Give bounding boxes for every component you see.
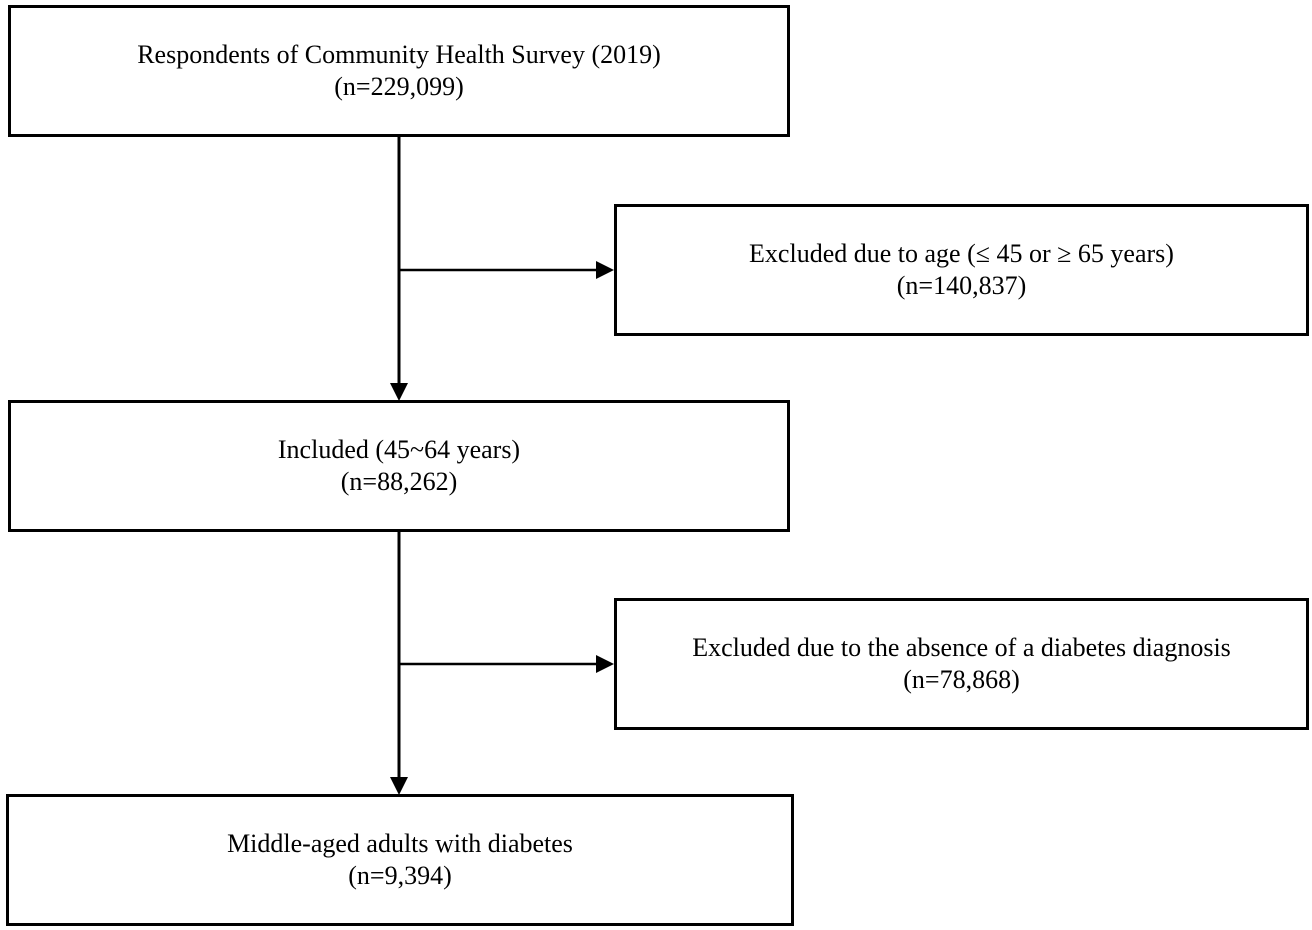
arrowhead-final — [390, 777, 408, 795]
final-sample-title: Middle-aged adults with diabetes — [227, 829, 573, 858]
respondents-title: Respondents of Community Health Survey (… — [137, 40, 661, 69]
respondents-box: Respondents of Community Health Survey (… — [8, 5, 790, 137]
excluded-age-title: Excluded due to age (≤ 45 or ≥ 65 years) — [749, 239, 1174, 268]
excluded-age-count: (n=140,837) — [896, 271, 1027, 300]
excluded-diagnosis-title: Excluded due to the absence of a diabete… — [692, 633, 1231, 662]
excluded-diagnosis-count: (n=78,868) — [903, 665, 1020, 694]
included-count: (n=88,262) — [340, 467, 458, 496]
excluded-diagnosis-box: Excluded due to the absence of a diabete… — [614, 598, 1309, 730]
excluded-age-box: Excluded due to age (≤ 45 or ≥ 65 years)… — [614, 204, 1309, 336]
final-sample-count: (n=9,394) — [348, 861, 452, 890]
final-sample-box: Middle-aged adults with diabetes (n=9,39… — [6, 794, 794, 926]
arrowhead-excluded-diagnosis — [596, 655, 614, 673]
arrowhead-included — [390, 383, 408, 401]
included-title: Included (45~64 years) — [277, 435, 521, 464]
arrowhead-excluded-age — [596, 261, 614, 279]
included-box: Included (45~64 years) (n=88,262) — [8, 400, 790, 532]
respondents-count: (n=229,099) — [334, 72, 464, 101]
